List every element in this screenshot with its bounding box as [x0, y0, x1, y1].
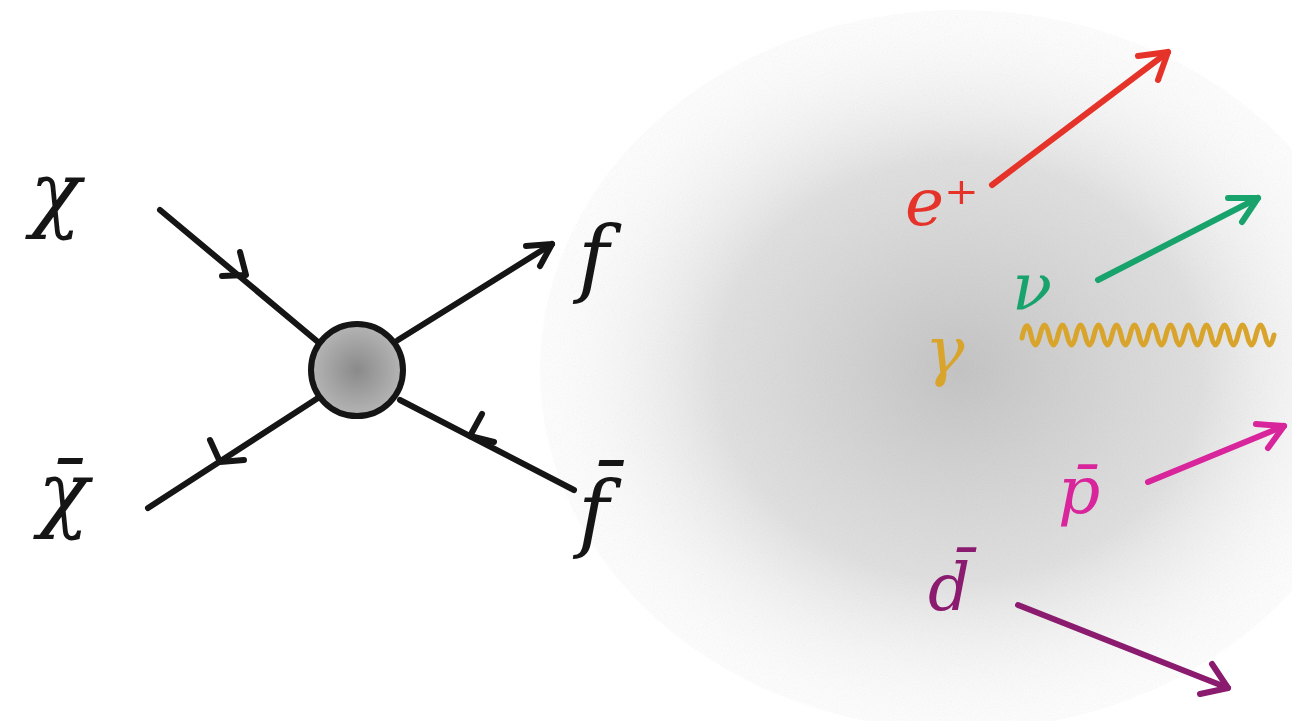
interaction-blob	[311, 324, 403, 416]
particle-label: χ̄	[38, 450, 89, 534]
neutrino-arrow	[1098, 198, 1258, 280]
positron-label: e⁺	[905, 170, 979, 236]
chibar-line	[148, 398, 318, 508]
photon-wave	[1022, 325, 1274, 345]
arrowhead	[1138, 52, 1168, 80]
f-line	[398, 244, 552, 340]
particle-label: χ	[30, 150, 81, 234]
positron-arrow	[992, 52, 1168, 185]
arrowhead	[222, 252, 246, 276]
arrowhead	[210, 440, 244, 462]
antiproton-arrow	[1148, 426, 1284, 482]
antideuteron-label: d̄	[928, 555, 970, 621]
particle-label: f̄	[578, 470, 609, 554]
arrowhead	[526, 244, 552, 266]
neutrino-label: ν	[1012, 255, 1052, 321]
antiproton-label: p̄	[1058, 458, 1100, 524]
fbar-line	[400, 400, 574, 490]
arrowhead	[1200, 664, 1228, 694]
products	[992, 52, 1284, 694]
cloud-grain	[540, 10, 1292, 721]
particle-label: f	[578, 215, 609, 299]
feynman-lines	[148, 210, 574, 508]
chi-line	[160, 210, 318, 342]
cloud	[520, 0, 1292, 721]
photon-label: γ	[925, 318, 964, 384]
antideuteron-arrow	[1018, 605, 1228, 688]
arrowhead	[1228, 198, 1258, 222]
arrowhead	[1256, 424, 1284, 448]
arrowhead	[470, 414, 494, 442]
